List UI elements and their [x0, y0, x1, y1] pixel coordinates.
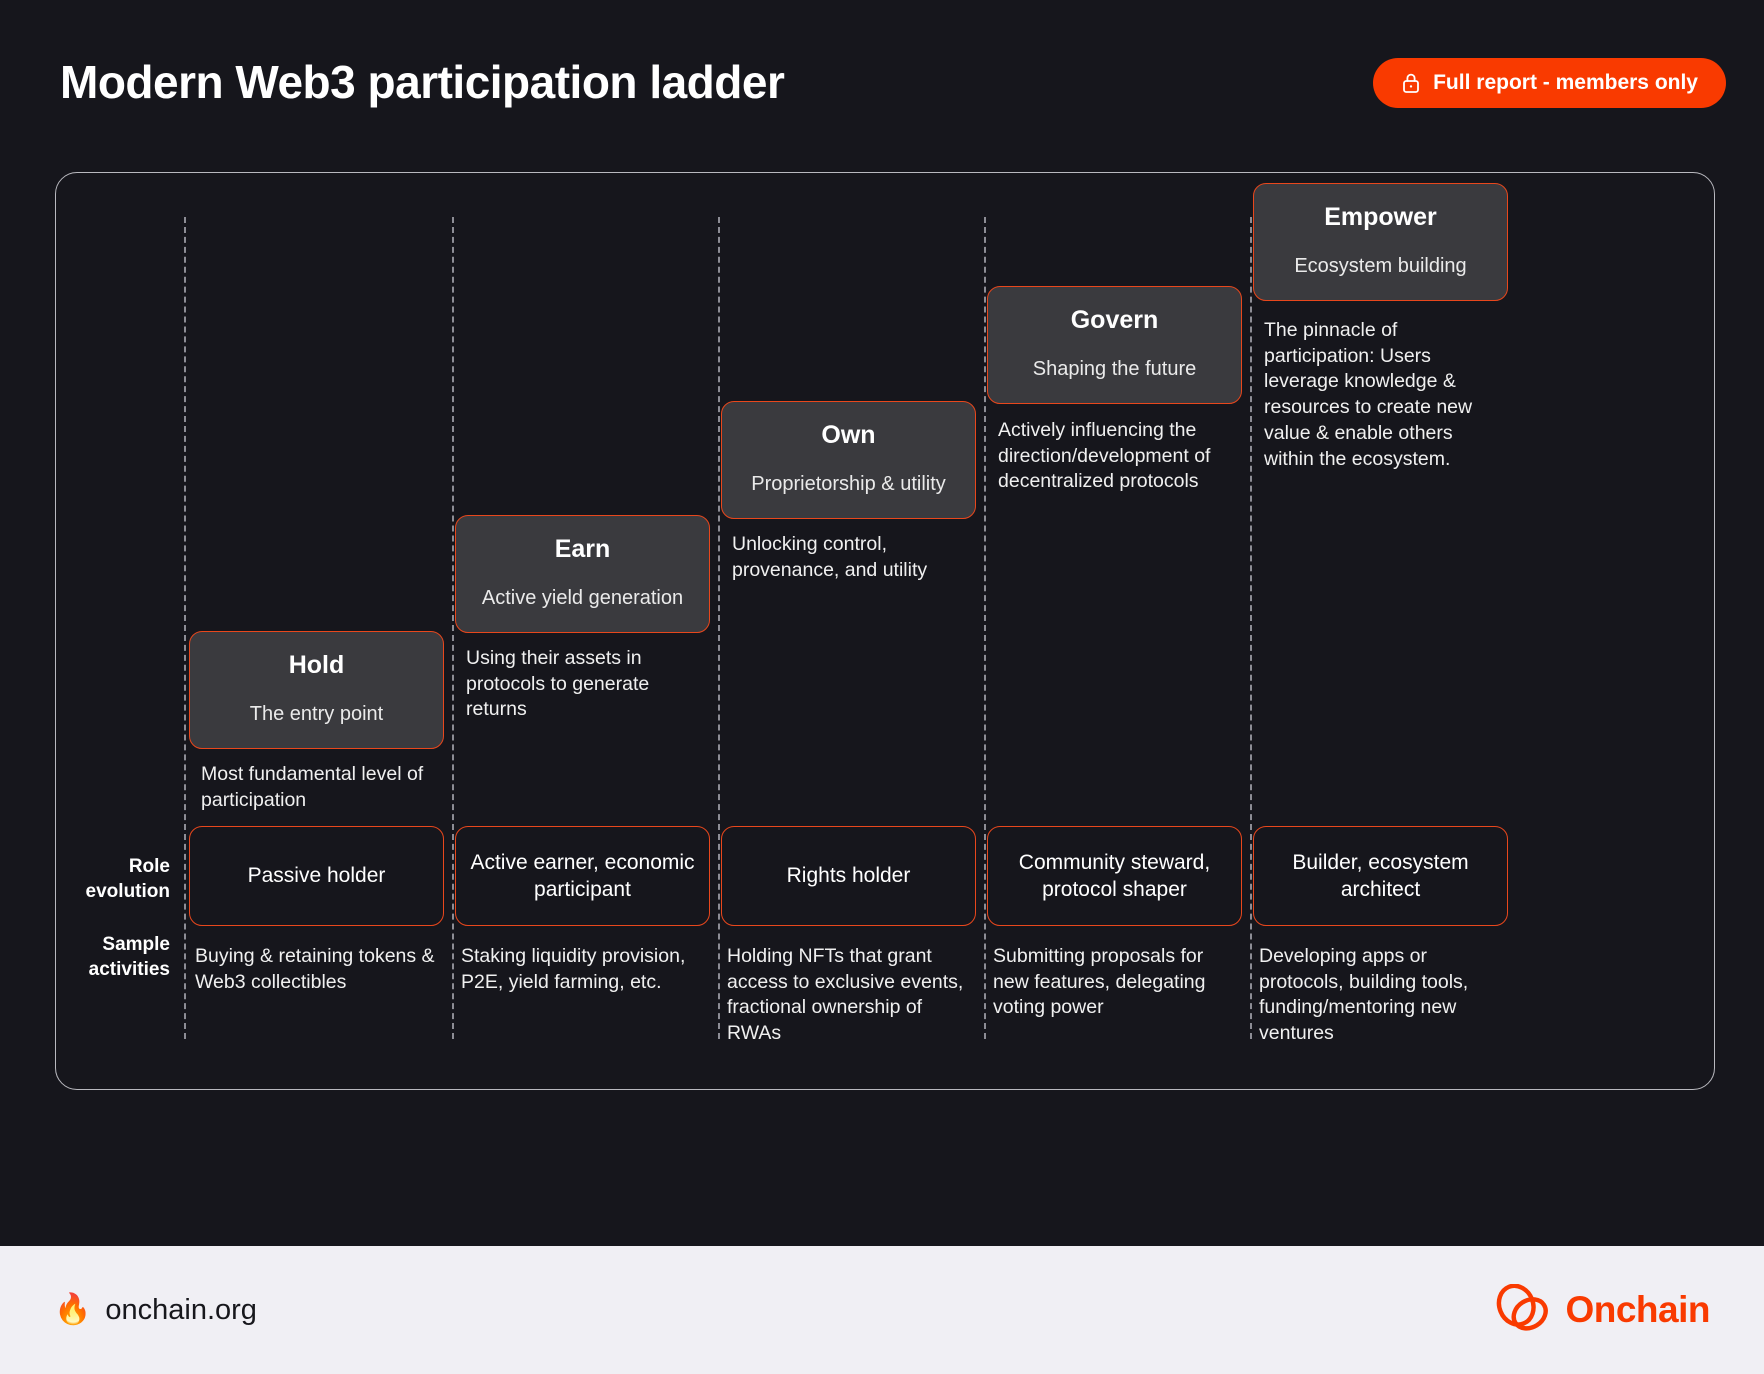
step-description-govern: Actively influencing the direction/devel…	[998, 419, 1211, 493]
row-label-role-evolution: Role evolution	[56, 854, 170, 904]
role-label: Community steward, protocol shaper	[1018, 850, 1211, 901]
row-label-role-line2: evolution	[85, 881, 170, 903]
step-description-earn: Using their assets in protocols to gener…	[466, 647, 650, 721]
step-subtitle: The entry point	[249, 703, 384, 725]
row-label-sample-activities: Sample activities	[56, 932, 170, 982]
step-box-own[interactable]: Own Proprietorship & utility	[721, 401, 976, 519]
row-label-sample-line1: Sample	[102, 934, 170, 955]
footer: 🔥 onchain.org Onchain	[0, 1246, 1764, 1374]
divider-4	[984, 217, 986, 1039]
role-box-own[interactable]: Rights holder	[721, 826, 976, 926]
activities-hold: Buying & retaining tokens & Web3 collect…	[195, 945, 435, 993]
divider-3	[718, 217, 720, 1039]
footer-url: onchain.org	[105, 1293, 257, 1326]
step-box-earn[interactable]: Earn Active yield generation	[455, 515, 710, 633]
role-label: Active earner, economic participant	[470, 850, 695, 901]
ladder-board: Hold The entry point Most fundamental le…	[55, 172, 1715, 1090]
header: Modern Web3 participation ladder Full re…	[0, 0, 1764, 170]
onchain-wordmark: Onchain	[1565, 1289, 1710, 1330]
step-description-hold: Most fundamental level of participation	[201, 763, 424, 811]
step-name: Govern	[1070, 306, 1159, 334]
activities-own: Holding NFTs that grant access to exclus…	[727, 945, 964, 1045]
lock-icon	[1401, 72, 1421, 94]
step-box-hold[interactable]: Hold The entry point	[189, 631, 444, 749]
column-separators	[56, 173, 1714, 1089]
fire-emoji-icon: 🔥	[54, 1293, 92, 1326]
step-box-empower[interactable]: Empower Ecosystem building	[1253, 183, 1508, 301]
row-label-sample-line2: activities	[88, 959, 170, 981]
step-name: Earn	[554, 535, 611, 563]
role-label: Passive holder	[247, 864, 386, 888]
full-report-badge[interactable]: Full report - members only	[1373, 58, 1726, 108]
step-name: Own	[821, 421, 876, 449]
step-subtitle: Proprietorship & utility	[751, 473, 946, 495]
step-description-empower: The pinnacle of participation: Users lev…	[1264, 319, 1473, 470]
onchain-loops-logo-icon	[1493, 1283, 1551, 1336]
activities-empower: Developing apps or protocols, building t…	[1259, 945, 1469, 1045]
role-box-empower[interactable]: Builder, ecosystem architect	[1253, 826, 1508, 926]
divider-5	[1250, 217, 1252, 1039]
step-subtitle: Ecosystem building	[1294, 255, 1467, 277]
step-name: Hold	[288, 651, 345, 679]
role-box-govern[interactable]: Community steward, protocol shaper	[987, 826, 1242, 926]
row-label-role-line1: Role	[128, 856, 170, 877]
role-box-hold[interactable]: Passive holder	[189, 826, 444, 926]
footer-brand-group: Onchain	[1493, 1283, 1710, 1336]
step-subtitle: Active yield generation	[481, 587, 684, 609]
role-label: Rights holder	[786, 864, 911, 888]
step-subtitle: Shaping the future	[1032, 358, 1197, 380]
divider-1	[184, 217, 186, 1039]
footer-url-group[interactable]: 🔥 onchain.org	[54, 1294, 257, 1327]
activities-govern: Submitting proposals for new features, d…	[993, 945, 1206, 1019]
divider-2	[452, 217, 454, 1039]
role-label: Builder, ecosystem architect	[1292, 850, 1469, 901]
activities-earn: Staking liquidity provision, P2E, yield …	[461, 945, 686, 993]
step-description-own: Unlocking control, provenance, and utili…	[732, 533, 928, 581]
step-box-govern[interactable]: Govern Shaping the future	[987, 286, 1242, 404]
badge-label: Full report - members only	[1433, 71, 1698, 94]
role-box-earn[interactable]: Active earner, economic participant	[455, 826, 710, 926]
step-name: Empower	[1324, 203, 1437, 231]
page-title: Modern Web3 participation ladder	[60, 56, 785, 108]
